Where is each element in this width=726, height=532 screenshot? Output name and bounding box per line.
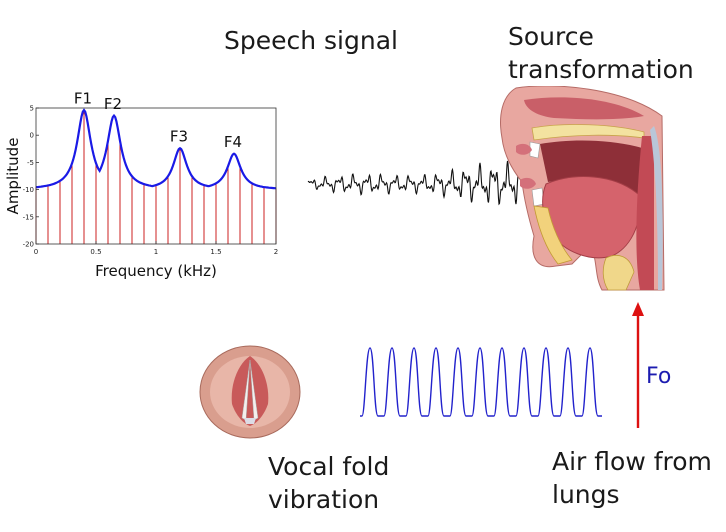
vocal-fold-vibration-label: Vocal fold vibration — [268, 450, 389, 516]
vocal-label-line2: vibration — [268, 485, 380, 514]
glottis-opening-shape — [231, 356, 269, 426]
pharynx-shape — [636, 136, 654, 290]
vocal-folds-illustration — [199, 345, 301, 439]
axis-ticks: 0 0.5 1 1.5 2 5 0 -5 -10 -15 -20 — [23, 105, 279, 257]
harmonic-lines — [35, 110, 277, 244]
source-transformation-label: Source transformation — [508, 20, 694, 86]
y-tick-label: -10 — [23, 186, 34, 194]
air-label-line1: Air flow from — [552, 447, 712, 476]
y-tick-label: 0 — [30, 132, 34, 140]
y-tick-label: -5 — [27, 159, 34, 167]
y-tick-label: -15 — [23, 213, 34, 221]
speech-signal-label: Speech signal — [224, 26, 398, 55]
y-axis-label: Amplitude — [4, 138, 22, 215]
spine-shape — [650, 126, 663, 290]
y-tick-label: -20 — [23, 241, 34, 249]
x-tick-label: 1.5 — [210, 248, 221, 256]
source-label-line2: transformation — [508, 55, 694, 84]
x-tick-label: 0 — [34, 248, 38, 256]
speech-waveform-line — [307, 160, 519, 206]
speech-signal-waveform — [307, 160, 519, 206]
formant-label-f4: F4 — [224, 133, 242, 151]
right-vocal-fold-shape — [249, 359, 259, 421]
left-vocal-fold-shape — [241, 359, 251, 421]
f0-label: Fo — [646, 364, 672, 389]
vocal-label-line1: Vocal fold — [268, 452, 390, 481]
y-tick-label: 5 — [30, 105, 34, 113]
jaw-bone-shape — [533, 205, 573, 265]
spectral-envelope-line — [35, 108, 277, 190]
air-label-line2: lungs — [552, 480, 620, 509]
lower-lip-shape — [520, 177, 536, 189]
formant-label-f2: F2 — [104, 95, 122, 113]
airflow-arrow — [632, 302, 644, 428]
x-axis-label: Frequency (kHz) — [95, 262, 217, 280]
formant-label-f3: F3 — [170, 128, 188, 146]
arrow-head — [632, 302, 644, 316]
formant-label-f1: F1 — [74, 89, 92, 107]
arytenoid-shape — [244, 418, 256, 424]
vocal-tract-illustration — [500, 86, 665, 291]
source-label-line1: Source — [508, 22, 594, 51]
x-tick-label: 1 — [154, 248, 158, 256]
x-tick-label: 2 — [274, 248, 278, 256]
upper-lip-shape — [516, 143, 532, 155]
glottal-waveform-line — [360, 347, 602, 417]
larynx-shape — [602, 255, 635, 291]
air-flow-label: Air flow from lungs — [552, 445, 712, 511]
nasal-cavity-shape — [524, 97, 644, 120]
glottal-pulse-waveform — [360, 347, 602, 417]
x-tick-label: 0.5 — [90, 248, 101, 256]
